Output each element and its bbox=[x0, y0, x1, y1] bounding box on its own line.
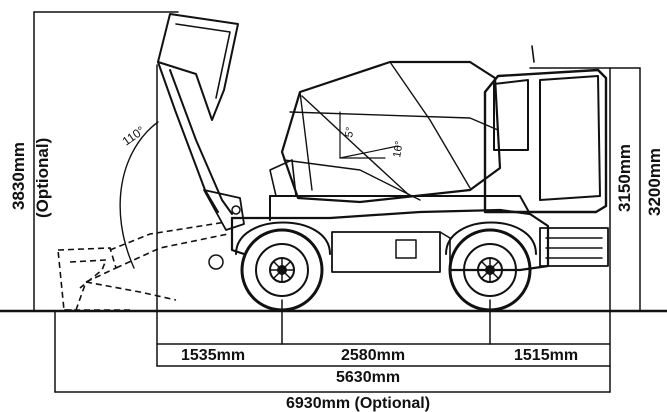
loading-bucket-lowered bbox=[57, 221, 229, 311]
bucket-angle-label: 110° bbox=[120, 123, 148, 148]
height-optional-dimension: 3830mm (Optional) bbox=[9, 11, 179, 312]
height-total-label: 3200mm bbox=[645, 148, 664, 216]
loading-arm-raised bbox=[157, 13, 245, 231]
height-optional-note: (Optional) bbox=[33, 138, 52, 218]
drum-angle-a: 5° bbox=[343, 126, 357, 138]
front-wheel bbox=[240, 228, 324, 312]
height-optional-value: 3830mm bbox=[9, 142, 28, 210]
front-wheel-arch bbox=[235, 221, 331, 255]
mixer-drum: 5° 16° bbox=[269, 60, 502, 204]
length-label: 5630mm bbox=[336, 369, 400, 386]
bucket-angle-indicator: 110° bbox=[119, 121, 159, 269]
height-dimensions-right: 3150mm 3200mm bbox=[529, 67, 664, 312]
rear-wheel bbox=[448, 228, 532, 312]
height-cab-label: 3150mm bbox=[615, 144, 634, 212]
length-dimensions: 1535mm 2580mm 1515mm 5630mm 6930mm (Opti… bbox=[54, 64, 611, 412]
front-overhang-label: 1535mm bbox=[181, 347, 245, 364]
drum-angle-b: 16° bbox=[391, 140, 406, 158]
rear-overhang-label: 1515mm bbox=[514, 347, 578, 364]
rear-wheel-arch bbox=[445, 221, 537, 255]
length-optional-label: 6930mm (Optional) bbox=[286, 395, 430, 412]
operator-cab bbox=[483, 45, 609, 267]
wheelbase-label: 2580mm bbox=[341, 347, 405, 364]
